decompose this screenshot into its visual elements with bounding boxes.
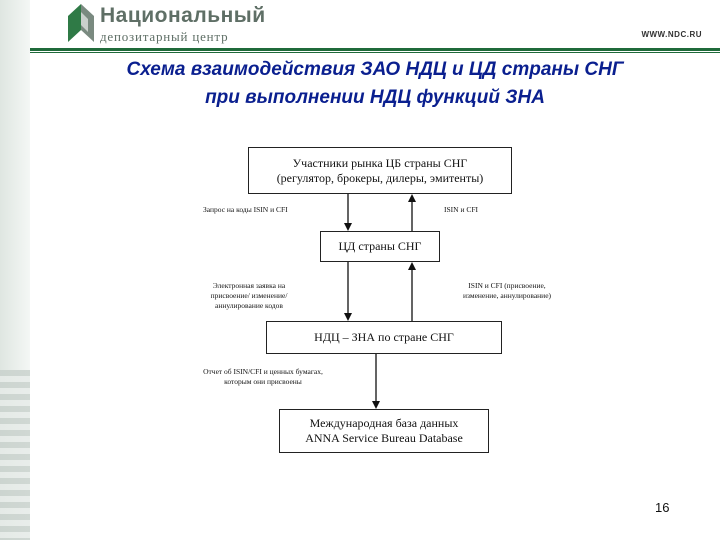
assignment-line-2: изменение, аннулирование) bbox=[462, 291, 552, 300]
electronic-line-2: присвоение/ изменение/ bbox=[210, 291, 288, 300]
participants-line-2: (регулятор, брокеры, дилеры, эмитенты) bbox=[276, 170, 484, 185]
request-label: Запрос на коды ISIN и CFI bbox=[203, 205, 288, 214]
header-divider bbox=[30, 48, 720, 51]
assignment-line-1: ISIN и CFI (присвоение, bbox=[468, 281, 546, 290]
cd-box-label: ЦД страны СНГ bbox=[338, 239, 422, 253]
anna-box: Международная база данных ANNA Service B… bbox=[279, 409, 489, 453]
assignment-label: ISIN и CFI (присвоение, изменение, аннул… bbox=[437, 281, 577, 301]
report-line-2: которым они присвоены bbox=[224, 377, 302, 386]
electronic-request-label: Электронная заявка на присвоение/ измене… bbox=[173, 281, 325, 311]
report-line-1: Отчет об ISIN/CFI и ценных бумагах, bbox=[203, 367, 323, 376]
electronic-line-3: аннулирование кодов bbox=[215, 301, 283, 310]
title-line-1: Схема взаимодействия ЗАО НДЦ и ЦД страны… bbox=[126, 59, 624, 80]
header-divider-thin bbox=[30, 52, 720, 53]
participants-box: Участники рынка ЦБ страны СНГ (регулятор… bbox=[248, 147, 512, 194]
side-decoration bbox=[0, 0, 30, 540]
logo-name: Национальный bbox=[100, 4, 266, 27]
logo-subtitle: депозитарный центр bbox=[100, 29, 229, 44]
anna-line-2: ANNA Service Bureau Database bbox=[305, 431, 463, 445]
isin-cfi-label: ISIN и CFI bbox=[444, 205, 479, 214]
ndc-box-label: НДЦ – ЗНА по стране СНГ bbox=[314, 330, 454, 344]
ndc-box: НДЦ – ЗНА по стране СНГ bbox=[266, 321, 502, 354]
report-label: Отчет об ISIN/CFI и ценных бумагах, кото… bbox=[170, 367, 356, 387]
participants-line-1: Участники рынка ЦБ страны СНГ bbox=[292, 155, 468, 170]
title-line-2: при выполнении НДЦ функций ЗНА bbox=[205, 87, 545, 108]
side-building-image bbox=[0, 370, 30, 540]
ndc-logo-icon bbox=[68, 4, 94, 42]
electronic-line-1: Электронная заявка на bbox=[212, 281, 286, 290]
cd-box: ЦД страны СНГ bbox=[320, 231, 440, 262]
header: Национальный депозитарный центр WWW.NDC.… bbox=[0, 0, 720, 48]
anna-line-1: Международная база данных bbox=[309, 416, 459, 430]
site-url[interactable]: WWW.NDC.RU bbox=[641, 30, 702, 39]
page-number: 16 bbox=[655, 500, 670, 515]
slide-title: Схема взаимодействия ЗАО НДЦ и ЦД страны… bbox=[30, 56, 720, 112]
